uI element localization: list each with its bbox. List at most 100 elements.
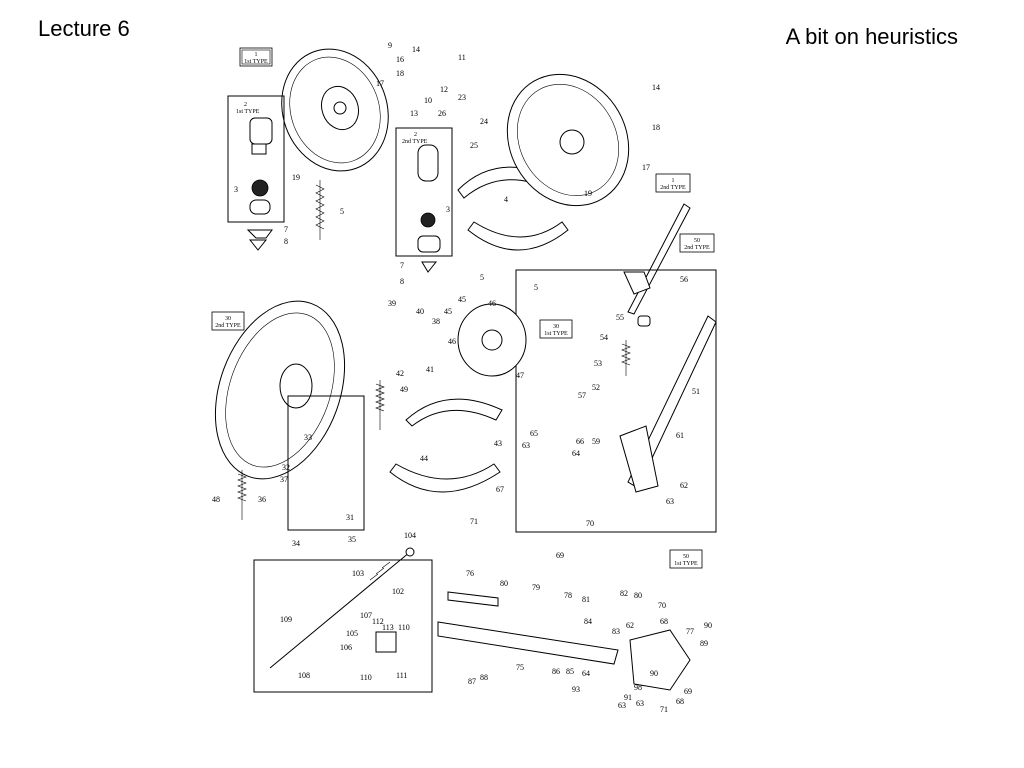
- part-label: 108: [298, 671, 310, 680]
- part-label: 8: [284, 237, 288, 246]
- part-label: 32: [282, 463, 290, 472]
- part-label: 14: [412, 45, 420, 54]
- part-label: 47: [516, 371, 524, 380]
- part-label: 36: [258, 495, 266, 504]
- part-label: 110: [398, 623, 410, 632]
- part-label: 7: [284, 225, 288, 234]
- part-label: 90: [704, 621, 712, 630]
- part-label: 64: [572, 449, 580, 458]
- part-label: 7: [400, 261, 404, 270]
- type-tag: 50 2nd TYPE: [679, 233, 715, 253]
- part-label: 63: [636, 699, 644, 708]
- tag-number: 50: [694, 238, 700, 244]
- part-label: 71: [660, 705, 668, 714]
- handbrake-lever-2nd: [623, 203, 691, 315]
- part-label: 39: [388, 299, 396, 308]
- part-label: 37: [280, 475, 288, 484]
- wheel-cylinder-1st: [246, 117, 273, 251]
- part-label: 68: [660, 617, 668, 626]
- tag-number: 30: [225, 316, 231, 322]
- part-label: 17: [376, 79, 384, 88]
- part-label: 61: [676, 431, 684, 440]
- part-label: 103: [352, 569, 364, 578]
- group-box: [253, 559, 433, 693]
- part-label: 67: [496, 485, 504, 494]
- part-label: 48: [212, 495, 220, 504]
- part-label: 9: [388, 41, 392, 50]
- part-label: 45: [444, 307, 452, 316]
- part-label: 54: [600, 333, 608, 342]
- part-label: 64: [582, 669, 590, 678]
- type-tag: 2 1st TYPE: [236, 102, 260, 115]
- group-box: [227, 95, 285, 223]
- part-label: 19: [292, 173, 300, 182]
- part-label: 55: [616, 313, 624, 322]
- part-label: 24: [480, 117, 488, 126]
- group-box: [515, 269, 717, 533]
- tag-type: 1st TYPE: [236, 109, 260, 115]
- backplate-30-2nd: [214, 300, 346, 480]
- part-label: 13: [410, 109, 418, 118]
- part-label: 19: [584, 189, 592, 198]
- part-label: 59: [592, 437, 600, 446]
- part-label: 46: [488, 299, 496, 308]
- type-tag: 1 2nd TYPE: [655, 173, 691, 193]
- tag-number: 2: [244, 102, 247, 108]
- part-label: 102: [392, 587, 404, 596]
- part-label: 68: [676, 697, 684, 706]
- part-label: 111: [396, 671, 407, 680]
- group-box: [287, 395, 365, 531]
- part-label: 63: [618, 701, 626, 710]
- tag-type: 1st TYPE: [244, 59, 268, 65]
- part-label: 5: [340, 207, 344, 216]
- part-label: 34: [292, 539, 300, 548]
- part-label: 11: [458, 53, 466, 62]
- tag-number: 2: [414, 132, 417, 138]
- part-label: 16: [396, 55, 404, 64]
- part-label: 75: [516, 663, 524, 672]
- part-label: 76: [466, 569, 474, 578]
- part-label: 69: [556, 551, 564, 560]
- part-label: 110: [360, 673, 372, 682]
- tag-type: 1st TYPE: [674, 561, 698, 567]
- part-label: 66: [576, 437, 584, 446]
- part-label: 3: [234, 185, 238, 194]
- part-label: 89: [700, 639, 708, 648]
- part-label: 5: [480, 273, 484, 282]
- part-label: 45: [458, 295, 466, 304]
- part-label: 80: [634, 591, 642, 600]
- part-label: 112: [372, 617, 384, 626]
- part-label: 4: [504, 195, 508, 204]
- handbrake-lever-1st: [437, 591, 691, 691]
- type-tag: 30 2nd TYPE: [211, 311, 245, 331]
- part-label: 23: [458, 93, 466, 102]
- part-label: 41: [426, 365, 434, 374]
- brake-shoes-middle: [389, 398, 503, 493]
- type-tag: 1 1st TYPE: [239, 47, 273, 67]
- part-label: 81: [582, 595, 590, 604]
- part-label: 98: [634, 683, 642, 692]
- cable-assembly: [269, 547, 415, 669]
- tag-number: 1: [255, 52, 258, 58]
- part-label: 65: [530, 429, 538, 438]
- part-label: 63: [666, 497, 674, 506]
- part-label: 87: [468, 677, 476, 686]
- part-label: 51: [692, 387, 700, 396]
- type-tag: 30 1st TYPE: [539, 319, 573, 339]
- group-box: [395, 127, 453, 257]
- tag-number: 50: [683, 554, 689, 560]
- part-label: 113: [382, 623, 394, 632]
- handbrake-lever-assembly: [619, 315, 717, 493]
- tag-type: 2nd TYPE: [684, 245, 710, 251]
- part-label: 62: [680, 481, 688, 490]
- wheel-cylinder-2nd: [417, 144, 441, 273]
- part-label: 42: [396, 369, 404, 378]
- part-label: 40: [416, 307, 424, 316]
- part-label: 26: [438, 109, 446, 118]
- part-label: 85: [566, 667, 574, 676]
- part-label: 44: [420, 454, 428, 463]
- exploded-view-drawing: 1 1st TYPE 2 1st TYPE 2 2nd TYPE: [211, 41, 717, 714]
- part-label: 83: [612, 627, 620, 636]
- part-label: 17: [642, 163, 650, 172]
- tag-type: 1st TYPE: [544, 331, 568, 337]
